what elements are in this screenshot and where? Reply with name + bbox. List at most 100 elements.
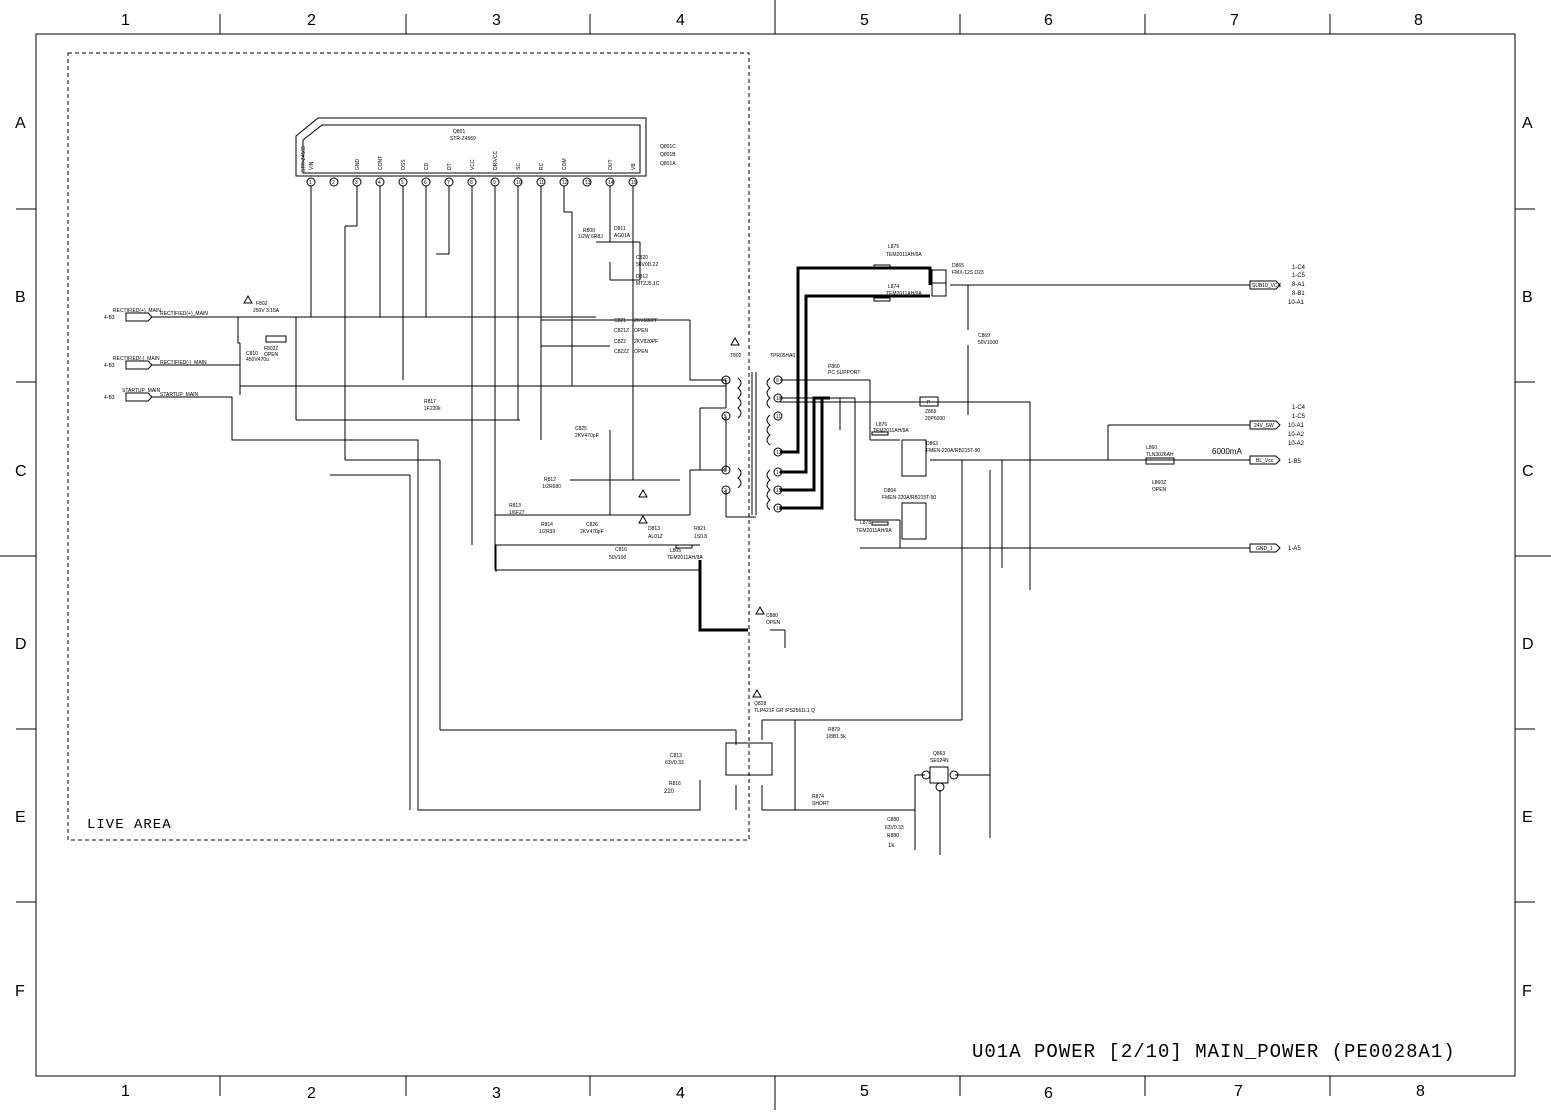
col-label: 2	[307, 1085, 316, 1102]
svg-text:Q863: Q863	[933, 751, 945, 757]
col-label: 7	[1230, 12, 1239, 29]
ic-pin-number: 2	[332, 180, 335, 186]
row-label: F	[1522, 983, 1532, 1000]
svg-text:2KV820PF: 2KV820PF	[634, 339, 658, 345]
ic-pin	[582, 177, 592, 187]
transformer-pin-number: 16	[776, 506, 782, 512]
ic-side-label: STR-Z4569	[301, 146, 307, 172]
ic-pin	[329, 177, 339, 187]
transformer-pin	[773, 503, 783, 513]
col-label: 5	[860, 12, 869, 29]
input-ref: 4-B3	[104, 363, 115, 369]
row-label: D	[15, 636, 27, 653]
col-label: 1	[121, 12, 130, 29]
live-area-box	[67, 52, 750, 841]
svg-text:2KV680PF: 2KV680PF	[634, 318, 658, 324]
row-label: E	[15, 809, 26, 826]
row-label: C	[15, 463, 27, 480]
svg-text:10-A2: 10-A2	[1288, 441, 1305, 447]
ic-pin-number: 9	[493, 180, 496, 186]
sheet-border	[35, 33, 1516, 1077]
svg-text:24V_SW: 24V_SW	[1254, 423, 1274, 429]
svg-text:T802: T802	[730, 353, 742, 359]
ic-variant: Q801A	[660, 161, 676, 167]
parts: P	[265, 264, 1175, 792]
ic-pin-number: 6	[424, 180, 427, 186]
row-label: B	[1522, 289, 1533, 306]
svg-text:R816: R816	[669, 781, 681, 787]
ic-pin-number: 13	[585, 180, 591, 186]
sheet-title: U01A POWER [2/10] MAIN_POWER (PE0028A1)	[972, 1041, 1456, 1063]
input-net: STARTUP_MAIN	[160, 392, 199, 398]
svg-text:C821Z: C821Z	[614, 328, 629, 334]
col-label: 1	[121, 1083, 130, 1100]
svg-text:R821: R821	[694, 526, 706, 532]
ic-pin-label: RC	[539, 162, 545, 170]
ic-pin-label: DRIVCC	[493, 150, 499, 170]
svg-text:PC SUPPORT: PC SUPPORT	[828, 370, 860, 376]
col-label: 4	[676, 1085, 685, 1102]
ic-pin-number: 15	[631, 180, 637, 186]
svg-text:C826: C826	[586, 522, 598, 528]
svg-text:TLP421F GR /PS2561L1 Q: TLP421F GR /PS2561L1 Q	[754, 708, 815, 714]
svg-text:SUB10_VCC: SUB10_VCC	[1252, 283, 1282, 289]
input-net: RECTIFIED(-)_MAIN	[160, 360, 207, 366]
ic-pin-label: CD	[424, 162, 430, 170]
svg-text:Z869: Z869	[925, 409, 937, 415]
ic-pin-label: OSS	[401, 159, 407, 170]
component-labels: F802 250V 3.15A F802Z OPEN C810 450V470u…	[246, 226, 1174, 849]
col-label: 4	[676, 12, 685, 29]
ic-variant: Q801B	[660, 152, 676, 158]
transformer-pin	[773, 411, 783, 421]
row-label: A	[1522, 115, 1533, 132]
transformer-pin	[721, 375, 731, 385]
svg-text:C825: C825	[575, 426, 587, 432]
svg-text:Q828: Q828	[754, 701, 766, 707]
svg-text:R874: R874	[812, 794, 824, 800]
ic-pin-number: 8	[470, 180, 473, 186]
svg-text:AG01A: AG01A	[614, 233, 631, 239]
svg-text:P: P	[927, 400, 931, 406]
svg-text:FMEN-220A/RB215T-90: FMEN-220A/RB215T-90	[882, 495, 936, 501]
transformer-pin-number: 10	[776, 396, 782, 402]
ic-part: STR-Z4569	[450, 136, 476, 142]
ic-pin-number: 4	[378, 180, 381, 186]
svg-text:1/2R680: 1/2R680	[542, 484, 561, 490]
svg-text:C822: C822	[614, 339, 626, 345]
svg-text:50V1000: 50V1000	[978, 340, 998, 346]
ic-pin-label: VIN	[309, 161, 315, 170]
column-labels: 1 2 3 4 5 6 7 8 1 2 3 4 5 6 7 8	[121, 12, 1425, 1102]
ic-pin-label: OUT	[608, 159, 614, 170]
svg-text:SE024N: SE024N	[930, 758, 949, 764]
input-label: RECTIFIED(-)_MAIN	[113, 356, 160, 362]
svg-text:20P6000: 20P6000	[925, 416, 945, 422]
svg-text:D864: D864	[884, 488, 896, 494]
transformer-pin-number: 3	[724, 468, 727, 474]
col-label: 2	[307, 12, 316, 29]
input-ref: 4-B3	[104, 315, 115, 321]
svg-text:L876: L876	[876, 422, 887, 428]
col-label: 3	[492, 1085, 501, 1102]
col-label: 6	[1044, 1085, 1053, 1102]
svg-text:C813: C813	[670, 753, 682, 759]
ic-pin-label: VCC	[470, 159, 476, 170]
svg-text:TLN3026AH: TLN3026AH	[1146, 452, 1174, 458]
svg-text:TEM2011AH/9A: TEM2011AH/9A	[667, 555, 703, 561]
svg-text:OPEN: OPEN	[264, 352, 279, 358]
svg-text:10-A1: 10-A1	[1288, 423, 1305, 429]
transformer-pin	[773, 393, 783, 403]
col-label: 6	[1044, 12, 1053, 29]
ic-pin-number: 3	[355, 180, 358, 186]
transformer-pin	[721, 485, 731, 495]
wiring	[152, 186, 1250, 855]
svg-text:D863: D863	[926, 441, 938, 447]
ic-pin-label: DT	[447, 163, 453, 170]
row-label: F	[15, 983, 25, 1000]
svg-text:C880: C880	[766, 613, 778, 619]
input-net: RECTIFIED(+)_MAIN	[160, 311, 208, 317]
svg-text:R879: R879	[828, 727, 840, 733]
svg-text:63V0.33: 63V0.33	[665, 760, 684, 766]
